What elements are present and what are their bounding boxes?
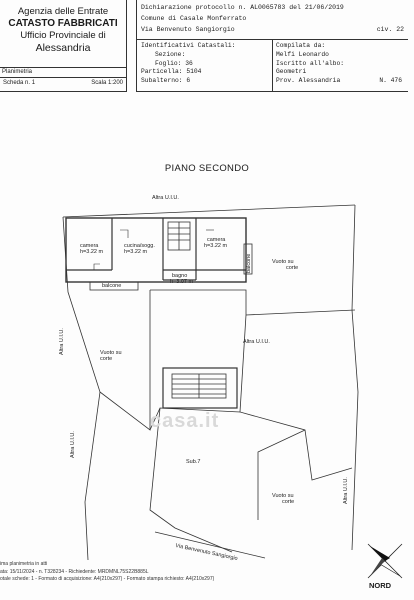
altra-uiu-left-2: Altra U.I.U. (70, 431, 76, 458)
balcony-east-label: balcone (246, 253, 252, 273)
footer-line-2: ata: 15/11/2024 - n. T328234 - Richieden… (0, 568, 149, 575)
declaration-address: Via Benvenuto Sangiorgio (141, 26, 235, 33)
compass-label: NORD (369, 581, 392, 590)
ident-particella: Particella: 5104 (141, 68, 202, 76)
province: Prov. Alessandria (276, 77, 341, 85)
altra-uiu-left-1: Altra U.I.U. (59, 328, 65, 355)
ident-foglio: Foglio: 36 (155, 59, 193, 67)
floor-plan (62, 204, 359, 560)
central-stairwell (162, 367, 238, 409)
floor-title: PIANO SECONDO (164, 163, 250, 174)
planimetria-label: Planimetria (0, 68, 126, 78)
altra-uiu-top: Altra U.I.U. (152, 195, 179, 201)
room-camera-east: camera (207, 237, 226, 243)
void-courtyard-w: Vuoto su (100, 350, 122, 356)
office-name: Ufficio Provinciale di (20, 30, 106, 41)
balcony-south-label: balcone (102, 283, 122, 289)
room-bathroom-height: h=3.07 m (170, 279, 194, 285)
void-courtyard-se-2: corte (282, 499, 295, 505)
identifiers-box: Identificativi Catastali: Sezione: Fogli… (136, 40, 408, 92)
void-courtyard-ne-2: corte (286, 265, 299, 271)
void-courtyard-ne: Vuoto su (272, 259, 294, 265)
room-camera-west: camera (80, 243, 99, 249)
sheet-header: Agenzia delle Entrate CATASTO FABBRICATI… (0, 0, 414, 92)
room-camera-east-height: h=3.22 m (204, 243, 228, 249)
scale-label: Scala 1:200 (91, 80, 123, 86)
room-bathroom: bagno (172, 273, 188, 279)
watermark: casa.it (150, 410, 220, 432)
compiled-by-label: Compilata da: (276, 42, 326, 49)
registry-value: Geometri (276, 68, 307, 76)
top-boundary-line (62, 204, 356, 218)
right-boundary-line (351, 204, 359, 551)
ident-title: Identificativi Catastali: (141, 42, 236, 49)
sub-7-label: Sub.7 (186, 459, 201, 465)
declaration-comune: Comune di Casale Monferrato (141, 15, 247, 22)
declaration-civic: civ. 22 (376, 26, 404, 33)
compass-rose-icon (367, 543, 403, 579)
left-boundary-line (62, 216, 101, 560)
balcony-east (243, 243, 253, 275)
ident-sezione: Sezione: (155, 50, 186, 58)
registry-name: CATASTO FABBRICATI (8, 18, 118, 29)
void-courtyard-w-2: corte (100, 356, 113, 362)
office-city: Alessandria (35, 42, 91, 54)
footer-line-1: ima planimetria in atti (0, 561, 48, 567)
footer-line-3: otale schede: 1 - Formato di acquisizion… (0, 576, 215, 582)
room-kitchen-height: h=3.22 m (124, 249, 148, 255)
agency-name: Agenzia delle Entrate (17, 6, 109, 17)
sheet-footer: ima planimetria in atti ata: 15/11/2024 … (0, 561, 360, 584)
altra-uiu-middle: Altra U.I.U. (243, 339, 270, 345)
registered-label: Iscritto all'albo: (276, 59, 345, 67)
plan-info-box: Planimetria Scheda n. 1 Scala 1:200 (0, 68, 127, 92)
registration-number: N. 476 (379, 77, 402, 85)
room-camera-west-height: h=3.22 m (80, 249, 104, 255)
compiler-name: Melfi Leonardo (276, 50, 329, 58)
apartment-outline (65, 217, 247, 283)
ident-separator (272, 40, 273, 92)
altra-uiu-right: Altra U.I.U. (343, 477, 349, 504)
agency-box: Agenzia delle Entrate CATASTO FABBRICATI… (0, 0, 127, 68)
declaration-protocol: Dichiarazione protocollo n. AL0065783 de… (141, 4, 344, 11)
balcony-south (89, 281, 139, 291)
scheda-label: Scheda n. 1 (3, 80, 36, 86)
declaration-box: Dichiarazione protocollo n. AL0065783 de… (136, 0, 408, 40)
ident-subalterno: Subalterno: 6 (141, 77, 191, 85)
north-compass: NORD (360, 540, 410, 598)
void-courtyard-se: Vuoto su (272, 493, 294, 499)
room-kitchen: cucina/sogg. (124, 243, 155, 249)
